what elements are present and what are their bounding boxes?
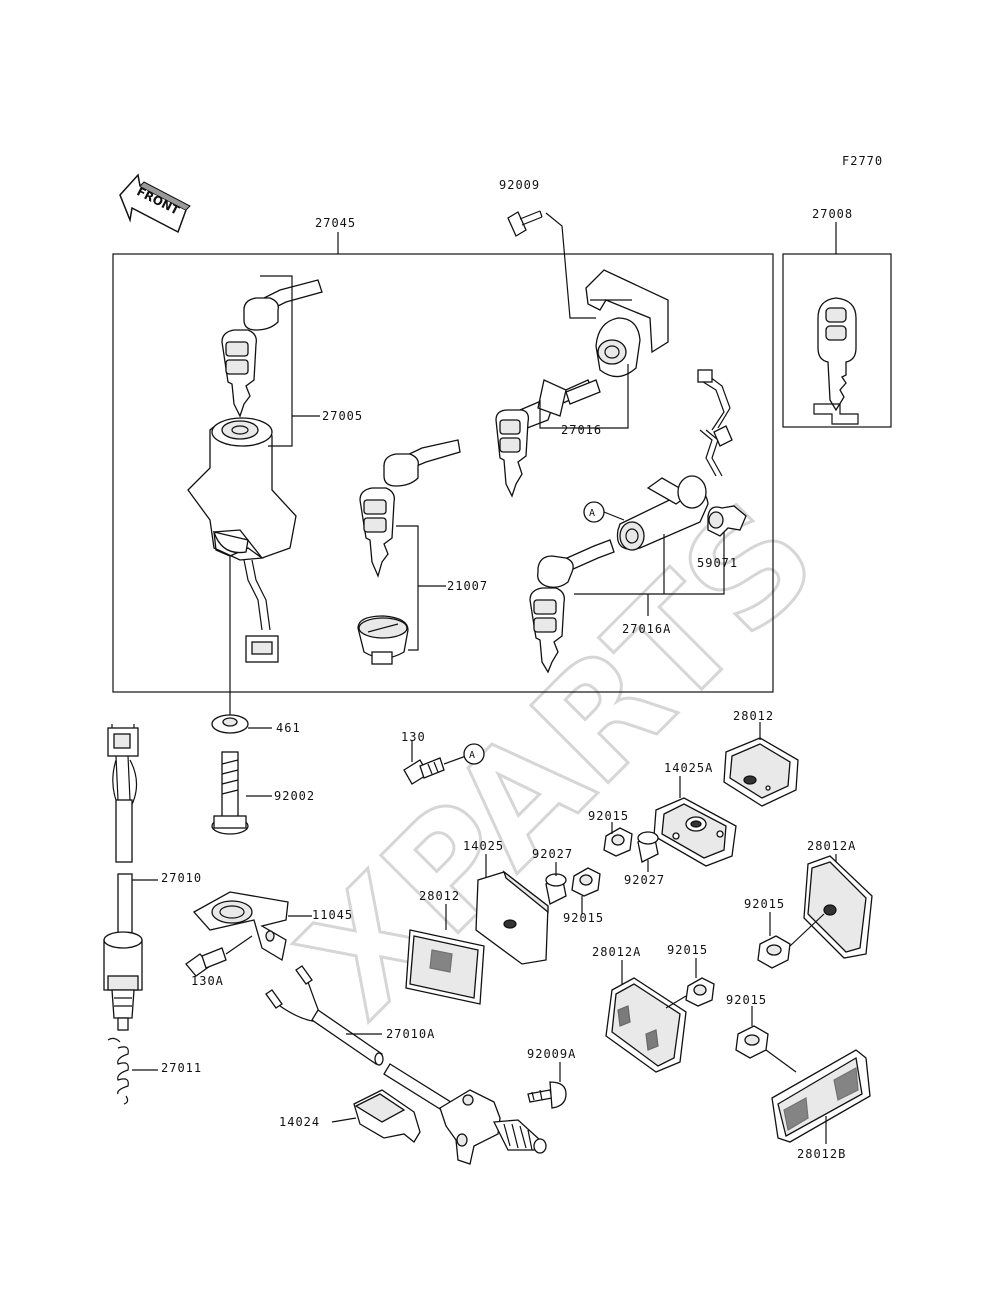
key-box-27008 bbox=[782, 222, 892, 428]
nut-92015-d bbox=[665, 958, 715, 1009]
label-92015-b: 92015 bbox=[563, 911, 604, 925]
washer-461 bbox=[211, 714, 272, 734]
bolt-130 bbox=[403, 740, 467, 785]
label-92009: 92009 bbox=[499, 178, 540, 192]
label-27010A: 27010A bbox=[386, 1027, 435, 1041]
clamp-59071 bbox=[707, 505, 747, 537]
keys-27005 bbox=[221, 279, 323, 418]
nut-92015-a bbox=[603, 822, 633, 857]
label-92002: 92002 bbox=[274, 789, 315, 803]
cable-27010A bbox=[265, 965, 455, 1115]
reflector-28012B bbox=[771, 1049, 871, 1144]
label-28012A-mid: 28012A bbox=[592, 945, 641, 959]
leader-59071 bbox=[574, 532, 725, 595]
switch-harness-27010 bbox=[107, 724, 139, 863]
label-92015-e: 92015 bbox=[726, 993, 767, 1007]
spacer-92027-b bbox=[545, 862, 567, 905]
label-14025: 14025 bbox=[463, 839, 504, 853]
front-arrow-icon: FRONT bbox=[119, 173, 191, 234]
label-27045: 27045 bbox=[315, 216, 356, 230]
ignition-switch-27005 bbox=[187, 417, 297, 663]
reflector-28012A-mid bbox=[605, 960, 687, 1073]
cover-14024 bbox=[331, 1089, 421, 1143]
svg-text:A: A bbox=[589, 508, 596, 519]
label-59071: 59071 bbox=[697, 556, 738, 570]
reflector-28012A-right bbox=[803, 854, 873, 959]
helmet-lock-27016 bbox=[585, 269, 669, 378]
keys-27016A bbox=[529, 539, 615, 674]
reflector-28012-top bbox=[723, 722, 799, 807]
reflector-28012-left bbox=[405, 904, 485, 1005]
label-27010: 27010 bbox=[161, 871, 202, 885]
label-92015-a: 92015 bbox=[588, 809, 629, 823]
leader-21007 bbox=[396, 525, 419, 651]
label-14025A: 14025A bbox=[664, 761, 713, 775]
seat-lock-27016A bbox=[616, 369, 733, 551]
label-27008: 27008 bbox=[812, 207, 853, 221]
label-92027-a: 92027 bbox=[624, 873, 665, 887]
spacer-92027-a bbox=[637, 831, 659, 872]
label-27011: 27011 bbox=[161, 1061, 202, 1075]
nut-92015-e bbox=[735, 1006, 797, 1073]
stop-switch-27010 bbox=[103, 873, 158, 1031]
mount-14025 bbox=[475, 854, 549, 965]
label-11045: 11045 bbox=[312, 908, 353, 922]
label-28012B: 28012B bbox=[797, 1147, 846, 1161]
label-27016: 27016 bbox=[561, 423, 602, 437]
label-28012A-right: 28012A bbox=[807, 839, 856, 853]
figure-code: F2770 bbox=[842, 154, 883, 168]
leader-27016 bbox=[539, 364, 629, 429]
screw-92009 bbox=[507, 210, 596, 319]
label-92009A: 92009A bbox=[527, 1047, 576, 1061]
nut-92015-b bbox=[571, 867, 601, 914]
keys-27016 bbox=[495, 379, 601, 498]
mount-14025A bbox=[653, 776, 737, 867]
label-461: 461 bbox=[276, 721, 301, 735]
label-92015-c: 92015 bbox=[744, 897, 785, 911]
label-28012-left: 28012 bbox=[419, 889, 460, 903]
bolt-92002 bbox=[211, 751, 272, 835]
cap-21007 bbox=[357, 615, 409, 665]
leader-27005 bbox=[260, 275, 293, 447]
label-27016A: 27016A bbox=[622, 622, 671, 636]
callout-a-bolt: A bbox=[463, 743, 485, 765]
rear-switch-14024 bbox=[439, 1089, 547, 1165]
nut-92015-c bbox=[757, 912, 825, 969]
screw-92009A bbox=[527, 1062, 567, 1109]
label-27005: 27005 bbox=[322, 409, 363, 423]
keys-21007 bbox=[359, 439, 461, 578]
label-92027-b: 92027 bbox=[532, 847, 573, 861]
callout-a-lock: A bbox=[583, 501, 625, 523]
svg-text:A: A bbox=[469, 750, 476, 761]
bolt-130A bbox=[185, 935, 253, 977]
label-130A: 130A bbox=[191, 974, 224, 988]
bracket-11045 bbox=[192, 891, 312, 962]
label-92015-d: 92015 bbox=[667, 943, 708, 957]
label-28012-top: 28012 bbox=[733, 709, 774, 723]
label-21007: 21007 bbox=[447, 579, 488, 593]
spring-27011 bbox=[107, 1037, 158, 1105]
label-14024: 14024 bbox=[279, 1115, 320, 1129]
label-130: 130 bbox=[401, 730, 426, 744]
kit-box-27045 bbox=[112, 232, 774, 693]
